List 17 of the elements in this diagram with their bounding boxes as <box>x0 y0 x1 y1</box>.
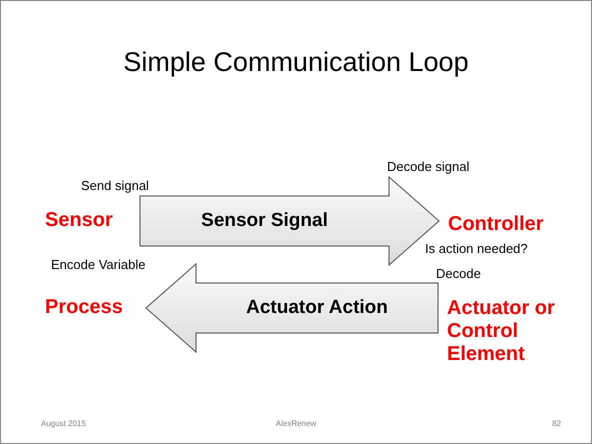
annotation: Decode <box>436 266 481 281</box>
slide-title: Simple Communication Loop <box>122 47 470 78</box>
annotation: Decode signal <box>387 159 470 174</box>
footer-text: AlexRenew <box>276 419 316 428</box>
footer-text: 82 <box>552 419 561 428</box>
node-label: Sensor <box>45 209 125 232</box>
edge-label: Actuator Action <box>246 297 388 319</box>
annotation: Encode Variable <box>51 257 146 272</box>
footer-text: August 2015 <box>41 419 86 428</box>
node-label: Process <box>45 296 135 319</box>
block-arrow <box>140 176 440 266</box>
block-arrow <box>145 262 438 354</box>
edge-label: Sensor Signal <box>201 210 328 232</box>
annotation: Is action needed? <box>425 241 528 256</box>
annotation: Send signal <box>81 178 149 193</box>
node-label: Actuator or Control Element <box>447 297 567 366</box>
node-label: Controller <box>448 213 560 236</box>
